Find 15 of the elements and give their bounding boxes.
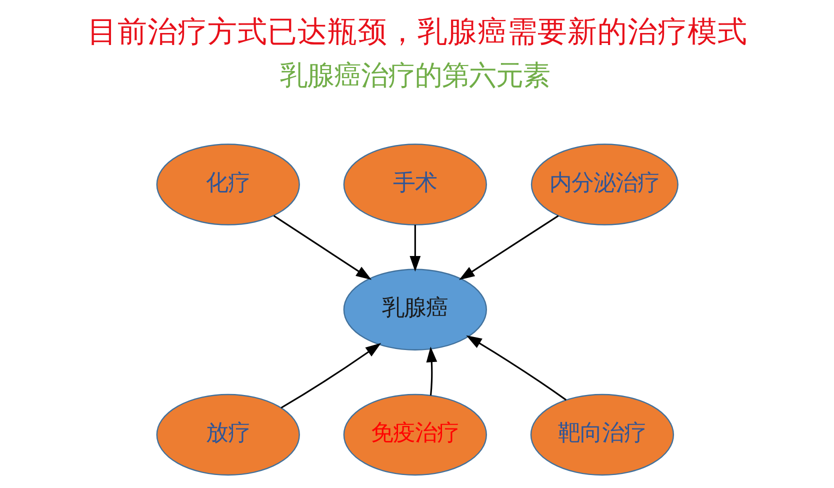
label: 乳腺癌治疗的第六元素 — [280, 60, 550, 92]
arrow — [280, 343, 381, 409]
node-ellipse: 手术 — [342, 144, 486, 226]
node-ellipse: 化疗 — [156, 144, 300, 226]
node-ellipse: 内分泌治疗 — [530, 144, 678, 226]
node-ellipse: 放疗 — [156, 394, 300, 476]
arrow — [458, 215, 558, 280]
node-ellipse: 靶向治疗 — [530, 394, 674, 476]
arrow — [466, 335, 566, 401]
diagram-title: 目前治疗方式已达瓶颈，乳腺癌需要新的治疗模式 — [87, 14, 747, 50]
node-ellipse: 免疫治疗 — [342, 394, 486, 476]
node-ellipse: 乳腺癌 — [342, 268, 486, 351]
arrow — [426, 346, 437, 396]
arrow — [409, 224, 420, 272]
arrow — [272, 215, 372, 280]
